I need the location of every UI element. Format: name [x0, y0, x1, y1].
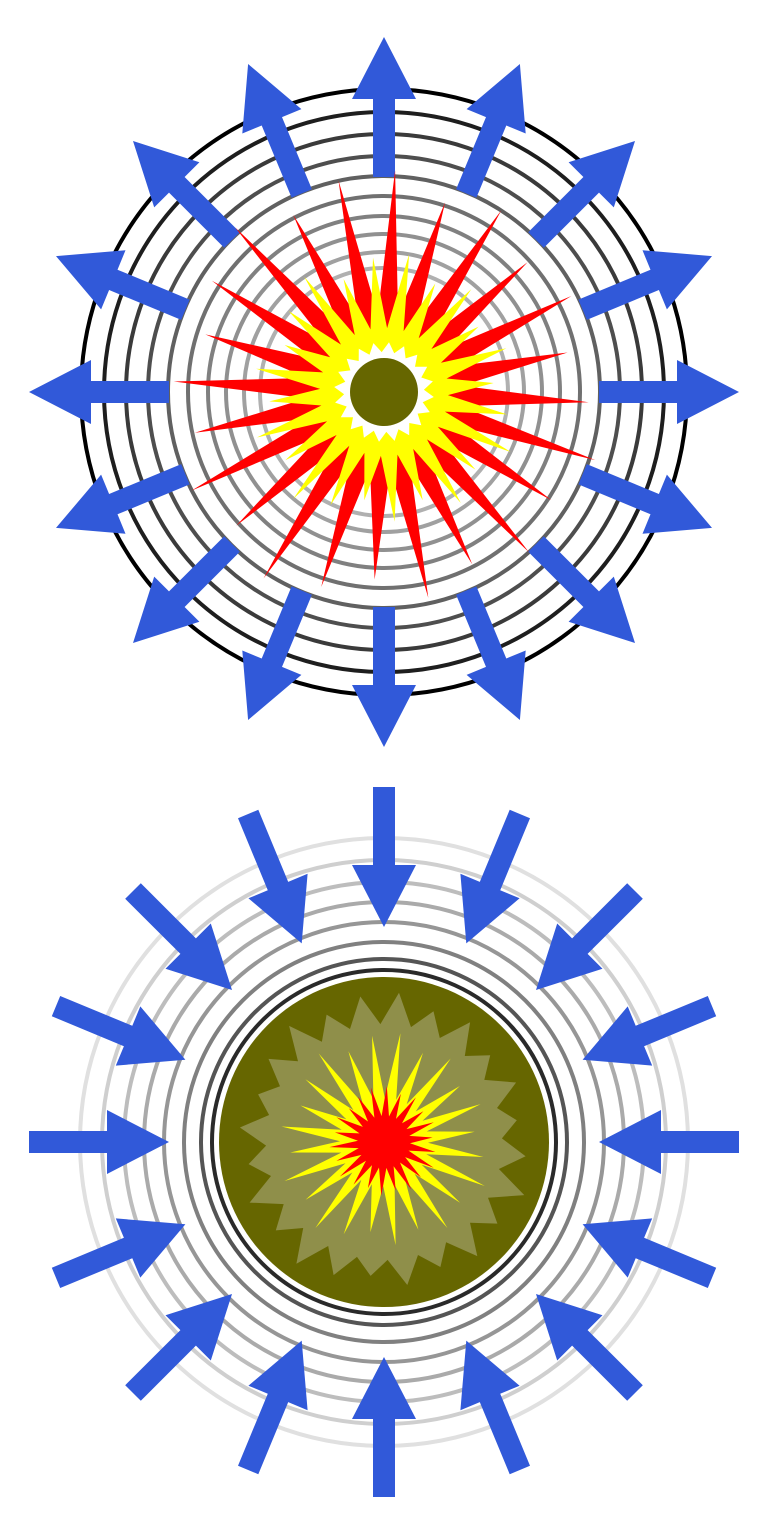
inward-arrow	[51, 996, 186, 1066]
bottom-inward-arrows	[29, 787, 739, 1497]
inward-arrow	[599, 1110, 739, 1174]
outward-arrow	[242, 586, 312, 720]
outward-arrow	[599, 360, 739, 424]
inward-arrow	[125, 1294, 232, 1401]
inward-arrow	[582, 1218, 717, 1288]
shockwave-ring	[206, 214, 562, 570]
outward-arrow	[56, 464, 190, 534]
outward-arrow	[133, 141, 240, 248]
outward-arrow	[528, 536, 635, 643]
outward-arrow	[133, 536, 240, 643]
inward-arrow	[460, 1340, 530, 1475]
shockwave-ring	[199, 957, 569, 1327]
shockwave-ring	[182, 940, 586, 1344]
shockwave-ring	[210, 968, 558, 1316]
red-compressed-star	[329, 1086, 436, 1196]
outward-arrow	[456, 586, 526, 720]
shockwave-ring	[186, 194, 582, 590]
outward-arrow	[352, 607, 416, 747]
outward-arrow	[578, 250, 712, 320]
outward-arrow	[352, 37, 416, 177]
bottom-compressed-core	[219, 977, 549, 1307]
inward-arrow	[238, 1340, 308, 1475]
inward-arrow	[352, 787, 416, 927]
outward-arrow	[528, 141, 635, 248]
inward-arrow	[352, 1357, 416, 1497]
inward-arrow	[582, 996, 717, 1066]
inward-arrow	[51, 1218, 186, 1288]
outward-arrow	[56, 250, 190, 320]
outward-arrow	[29, 360, 169, 424]
top-outward-arrows	[29, 37, 739, 747]
outward-arrow	[578, 464, 712, 534]
top-explosion-burst	[173, 170, 596, 598]
inward-arrow	[536, 883, 643, 990]
inward-arrow	[29, 1110, 169, 1174]
inward-arrow	[125, 883, 232, 990]
outward-arrow	[456, 64, 526, 198]
compression-panel	[29, 787, 739, 1497]
shockwave-ring	[242, 250, 526, 534]
inward-arrow	[536, 1294, 643, 1401]
outward-arrow	[242, 64, 312, 198]
expansion-panel	[29, 37, 739, 747]
shockwave-ring	[224, 232, 544, 552]
inward-arrow	[238, 809, 308, 944]
inward-arrow	[460, 809, 530, 944]
olive-core	[350, 358, 418, 426]
